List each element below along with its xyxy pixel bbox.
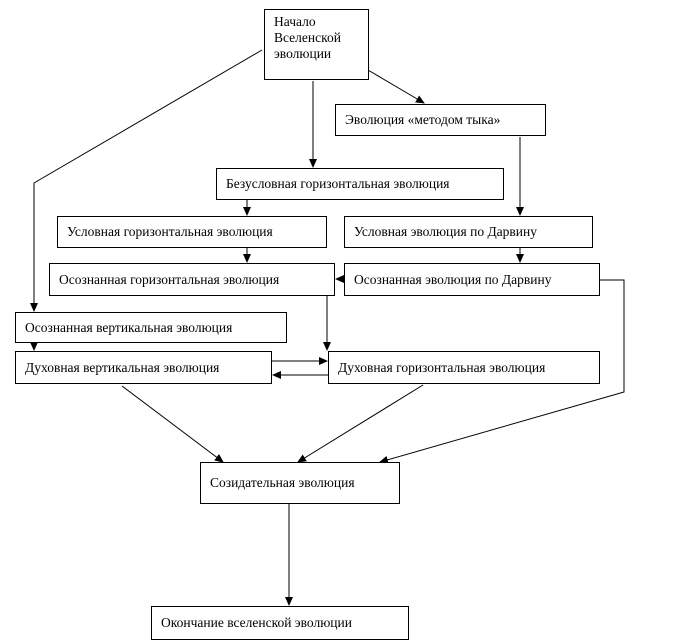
node-end: Окончание вселенской эволюции bbox=[151, 606, 409, 640]
node-creative: Созидательная эволюция bbox=[200, 462, 400, 504]
node-aware-h: Осознанная горизонтальная эволюция bbox=[49, 263, 335, 296]
edge-start-to-trial bbox=[367, 69, 425, 104]
node-aware-darwin: Осознанная эволюция по Дарвину bbox=[344, 263, 600, 296]
edge-aware_darwin-to-creative bbox=[379, 279, 625, 464]
node-uncond-h: Безусловная горизонтальная эволюция bbox=[216, 168, 504, 200]
node-spirit-v: Духовная вертикальная эволюция bbox=[15, 351, 272, 384]
node-aware-v: Осознанная вертикальная эволюция bbox=[15, 312, 287, 343]
edge-spirit_h-to-creative bbox=[297, 384, 424, 463]
node-spirit-h: Духовная горизонтальная эволюция bbox=[328, 351, 600, 384]
node-trial: Эволюция «методом тыка» bbox=[335, 104, 546, 136]
edge-spirit_v-to-creative bbox=[121, 385, 224, 463]
node-cond-h: Условная горизонтальная эволюция bbox=[57, 216, 327, 248]
node-start: Начало Вселенской эволюции bbox=[264, 9, 369, 80]
edge-start-to-aware_v bbox=[30, 49, 263, 312]
node-cond-darwin: Условная эволюция по Дарвину bbox=[344, 216, 593, 248]
